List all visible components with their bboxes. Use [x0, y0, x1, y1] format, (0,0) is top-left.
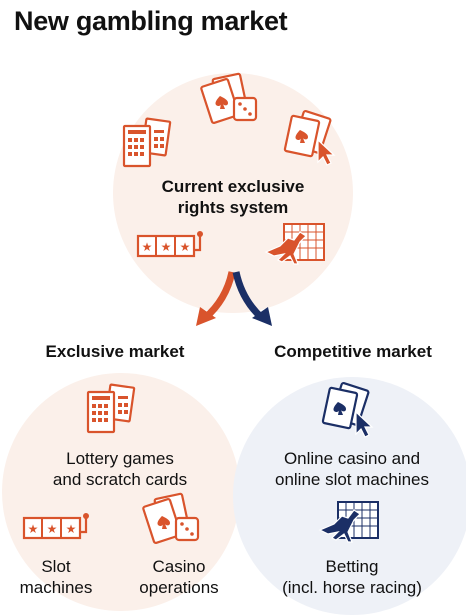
horse-racing-icon	[264, 223, 325, 265]
exclusive-market-heading: Exclusive market	[45, 342, 185, 361]
svg-text:★: ★	[28, 522, 39, 536]
current-system-label: Current exclusive rights system	[161, 177, 305, 217]
lottery-ticket-icon	[122, 117, 172, 168]
competitive-market-circle	[233, 377, 466, 615]
online-casino-icon	[321, 381, 374, 438]
online-casino-label: Online casino and online slot machines	[274, 449, 430, 489]
svg-text:★: ★	[161, 240, 172, 254]
exclusive-market-circle	[2, 373, 240, 611]
slot-machine-icon: ★ ★ ★	[136, 231, 203, 258]
online-casino-icon	[283, 109, 336, 166]
slot-machines-label: Slot machines	[19, 557, 93, 597]
lottery-ticket-icon	[86, 383, 136, 434]
cards-dice-icon	[142, 492, 200, 544]
competitive-market-heading: Competitive market	[274, 342, 432, 361]
betting-label: Betting (incl. horse racing)	[282, 557, 422, 597]
svg-text:★: ★	[66, 522, 77, 536]
svg-text:★: ★	[180, 240, 191, 254]
lottery-games-label: Lottery games and scratch cards	[52, 449, 188, 489]
svg-text:★: ★	[47, 522, 58, 536]
cards-dice-icon	[200, 72, 258, 124]
slot-machine-icon: ★ ★ ★	[22, 513, 89, 540]
page-title: New gambling market	[14, 6, 288, 36]
split-arrow-icon	[196, 271, 272, 326]
svg-text:★: ★	[142, 240, 153, 254]
casino-operations-label: Casino operations	[139, 557, 219, 597]
horse-racing-icon	[318, 501, 379, 543]
